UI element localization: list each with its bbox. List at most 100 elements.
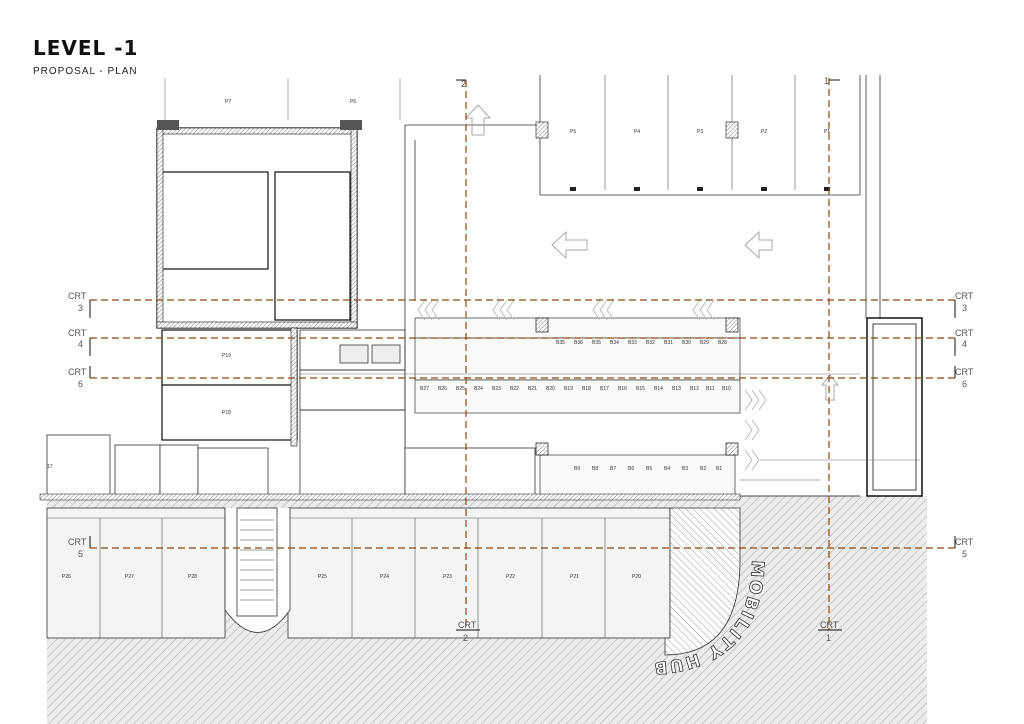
left-building <box>156 127 358 441</box>
parking-label: P22 <box>506 574 515 580</box>
lower-rooms <box>46 317 923 497</box>
bike-rack-block <box>414 317 741 496</box>
crt-number: 5 <box>962 549 967 559</box>
parking-label: P4 <box>634 129 640 135</box>
bike-label: B13 <box>672 386 681 392</box>
bike-label: B4 <box>664 466 670 472</box>
crt-label: CRT <box>955 291 974 301</box>
parking-label: P23 <box>443 574 452 580</box>
crt-number: 6 <box>962 379 967 389</box>
bike-label: B20 <box>546 386 555 392</box>
crt-number: 2 <box>461 79 466 89</box>
crt-number: 6 <box>78 379 83 389</box>
top-parking-bays <box>535 75 796 190</box>
bike-label: B29 <box>700 340 709 346</box>
bike-label: B14 <box>654 386 663 392</box>
left-building-walls <box>156 120 362 447</box>
bike-label: B6 <box>628 466 634 472</box>
bike-label: B36 <box>574 340 583 346</box>
parking-label: P19 <box>222 353 231 359</box>
top-left-parking <box>164 78 401 120</box>
page-title: LEVEL -1 <box>33 36 139 60</box>
bike-row-b-labels: B27 B26 B25 B24 B23 B22 B21 B20 B19 B18 … <box>420 386 731 392</box>
bike-label: B16 <box>618 386 627 392</box>
parking-label: P25 <box>318 574 327 580</box>
bike-label: B9 <box>574 466 580 472</box>
bike-label: B15 <box>636 386 645 392</box>
crt-labels-vertical: 2 1 CRT 2 CRT 1 <box>458 76 839 643</box>
parking-label: P28 <box>188 574 197 580</box>
crt-label: CRT <box>68 328 87 338</box>
bike-label: B27 <box>420 386 429 392</box>
parking-label: P21 <box>570 574 579 580</box>
parking-label: P7 <box>225 99 231 105</box>
bike-label: B26 <box>438 386 447 392</box>
crt-number: 4 <box>962 339 967 349</box>
crt-label: CRT <box>955 367 974 377</box>
central-rooms <box>299 329 406 411</box>
parking-label: P24 <box>380 574 389 580</box>
crt-label: CRT <box>68 291 87 301</box>
crt-label: CRT <box>68 537 87 547</box>
crt-number: 4 <box>78 339 83 349</box>
crt-number: 1 <box>826 633 831 643</box>
crt-labels-right: CRT 3 CRT 4 CRT 6 CRT 5 <box>955 291 974 559</box>
parking-label: P26 <box>62 574 71 580</box>
parking-label: P20 <box>632 574 641 580</box>
crt-number: 3 <box>962 303 967 313</box>
lower-parking-block <box>46 507 741 656</box>
garage-outline <box>404 75 881 460</box>
bike-label: B28 <box>718 340 727 346</box>
page-subtitle: PROPOSAL - PLAN <box>33 66 138 77</box>
bike-label: B21 <box>528 386 537 392</box>
bike-row-a-labels: B35 B36 B35 B34 B33 B32 B31 B30 B29 B28 <box>556 340 727 346</box>
bike-label: B10 <box>722 386 731 392</box>
bike-label: B11 <box>706 386 715 392</box>
bike-label: B31 <box>664 340 673 346</box>
bike-label: B33 <box>628 340 637 346</box>
parking-label: P6 <box>350 99 356 105</box>
parking-label: P2 <box>761 129 767 135</box>
crt-label: CRT <box>955 537 974 547</box>
bike-row-c-labels: B9 B8 B7 B6 B5 B4 B3 B2 B1 <box>574 466 722 472</box>
bike-label: B18 <box>582 386 591 392</box>
bike-label: B23 <box>492 386 501 392</box>
crt-label: CRT <box>68 367 87 377</box>
crt-labels-left: CRT 3 CRT 4 CRT 6 CRT 5 <box>68 291 87 559</box>
crt-label: CRT <box>458 620 477 630</box>
parking-label: 17 <box>47 464 53 470</box>
bike-label: B5 <box>646 466 652 472</box>
parking-label: P18 <box>222 410 231 416</box>
parking-label: P27 <box>125 574 134 580</box>
crt-number: 2 <box>463 633 468 643</box>
crt-number: 3 <box>78 303 83 313</box>
bike-label: B34 <box>610 340 619 346</box>
crt-number: 1 <box>824 76 829 86</box>
crt-label: CRT <box>820 620 839 630</box>
chevrons <box>417 299 767 471</box>
bike-label: B30 <box>682 340 691 346</box>
crt-label: CRT <box>955 328 974 338</box>
parking-label: P1 <box>824 129 830 135</box>
bike-label: B17 <box>600 386 609 392</box>
crt-number: 5 <box>78 549 83 559</box>
bike-label: B7 <box>610 466 616 472</box>
stair-treads <box>240 519 274 601</box>
base-slab <box>39 493 860 501</box>
bike-label: B35 <box>556 340 565 346</box>
bike-label: B8 <box>592 466 598 472</box>
bike-label: B24 <box>474 386 483 392</box>
parking-label: P3 <box>697 129 703 135</box>
dimension-lines <box>300 373 920 481</box>
bike-label: B32 <box>646 340 655 346</box>
parking-label: P5 <box>570 129 576 135</box>
aisle-arrows <box>464 104 840 401</box>
bike-label: B3 <box>682 466 688 472</box>
bike-label: B25 <box>456 386 465 392</box>
bike-label: B2 <box>700 466 706 472</box>
section-lines <box>90 78 955 630</box>
bike-label: B22 <box>510 386 519 392</box>
bike-label: B1 <box>716 466 722 472</box>
parking-labels: P5 P4 P3 P2 P1 P7 P6 P19 P18 17 P26 P27 … <box>47 99 830 580</box>
